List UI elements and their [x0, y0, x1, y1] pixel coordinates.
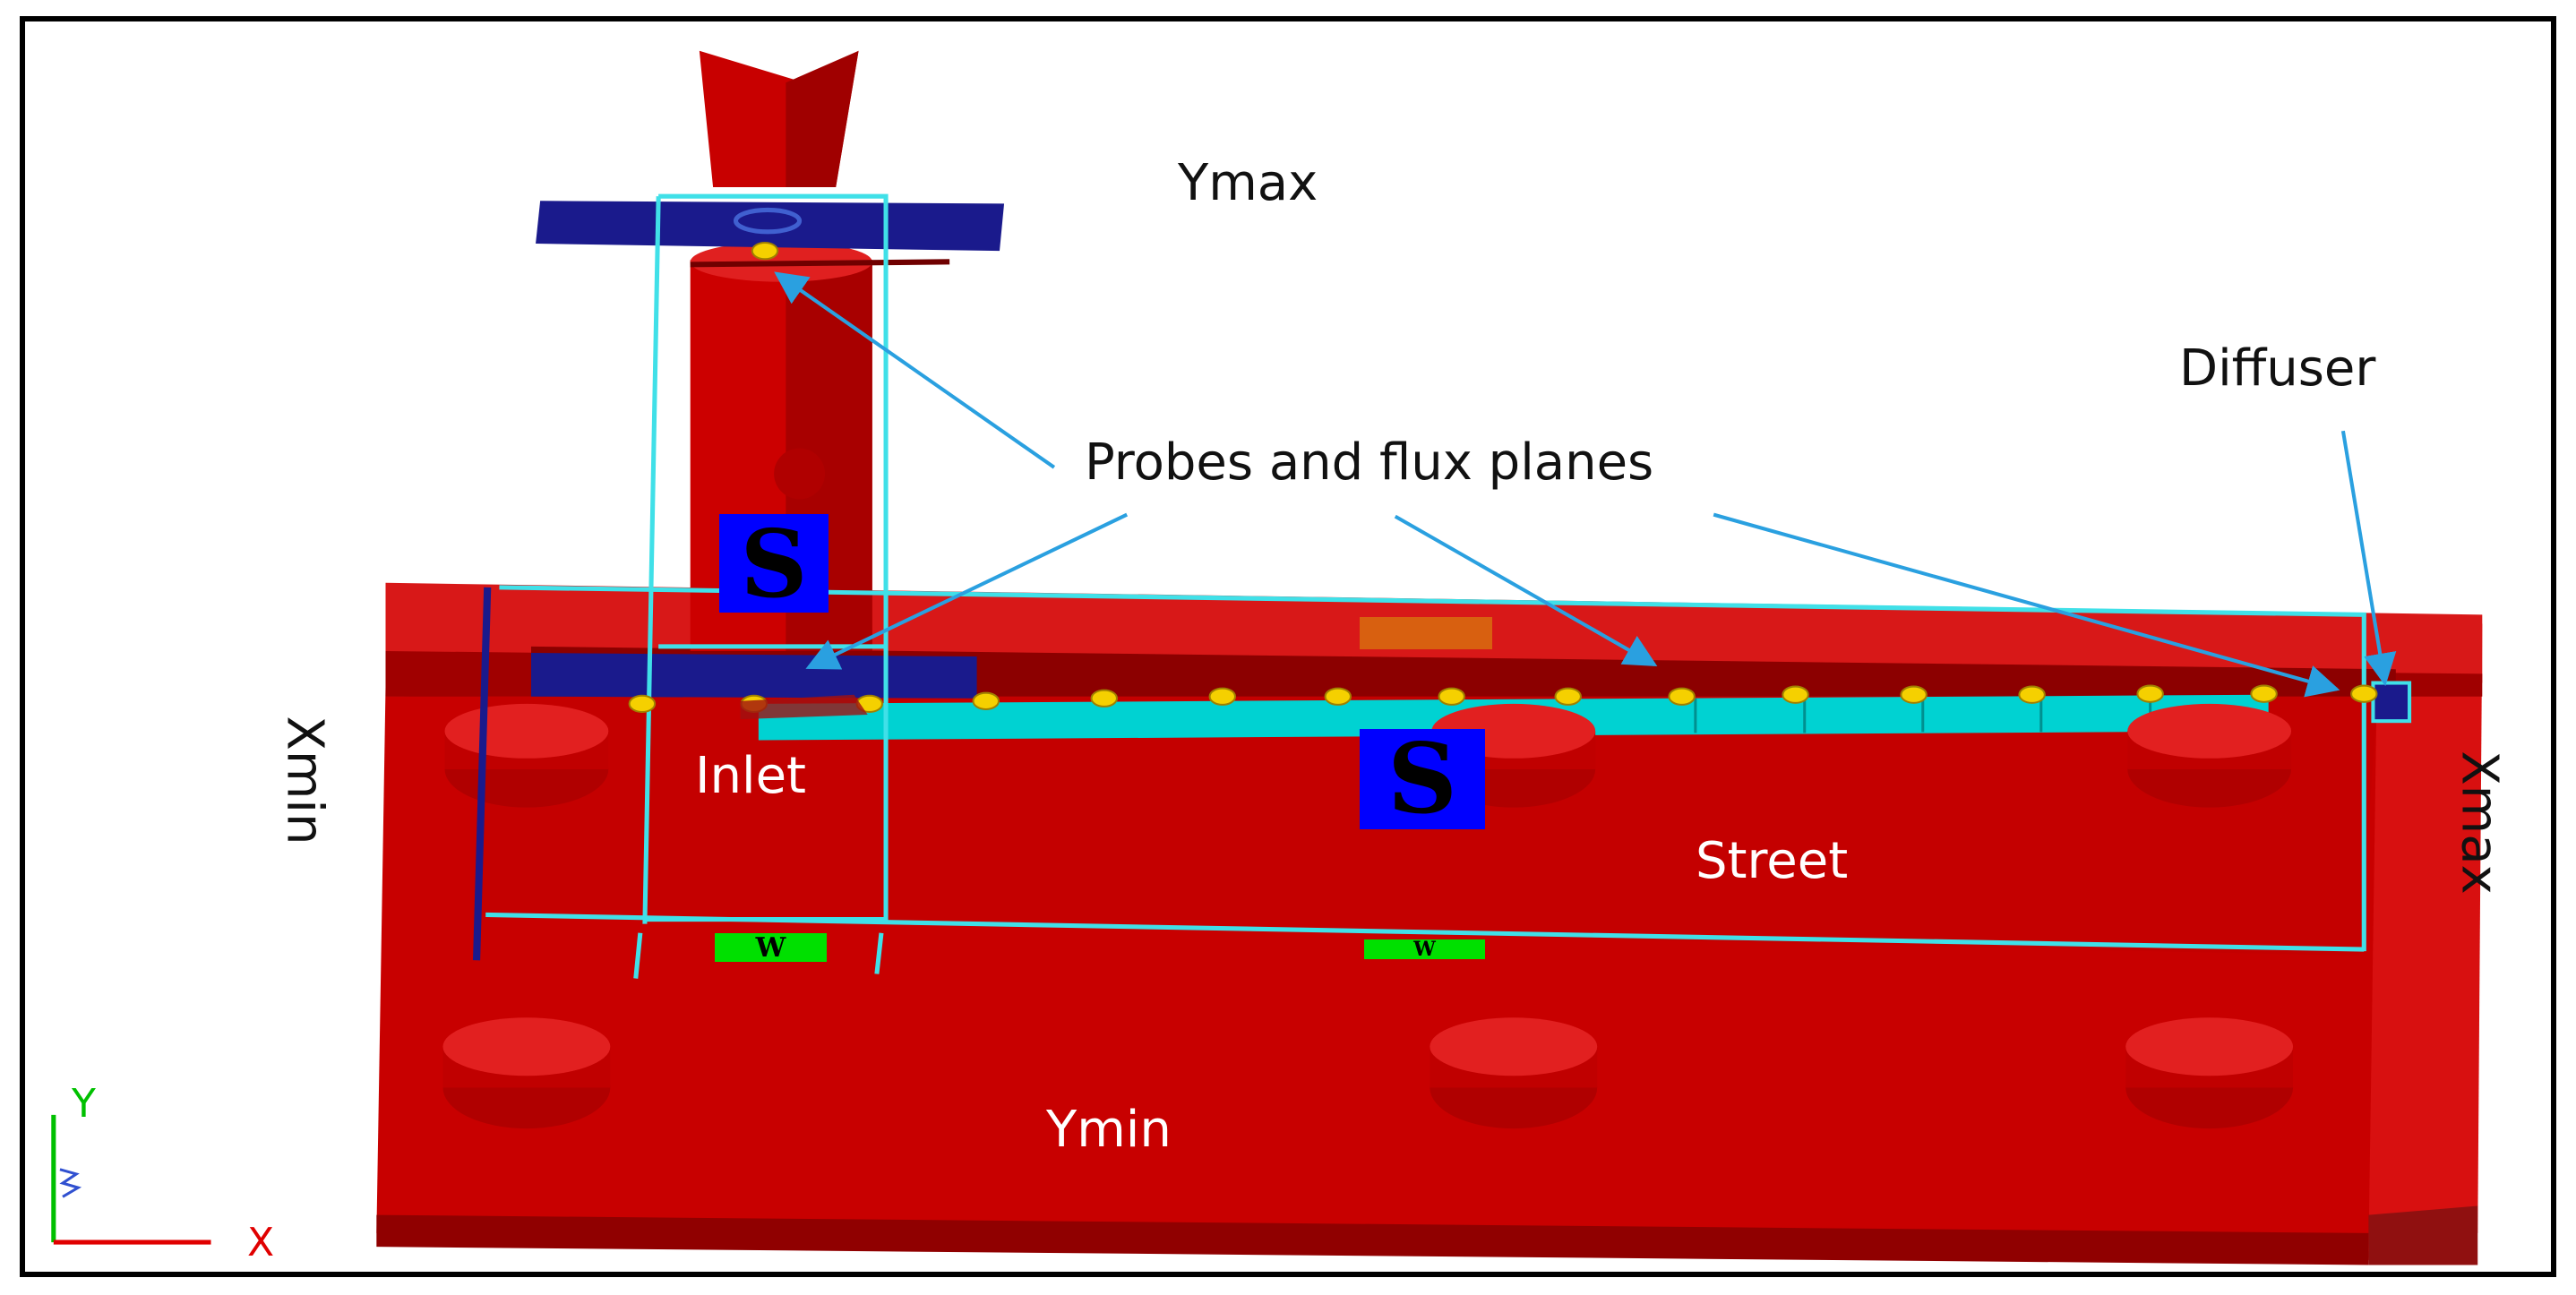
xmax-label: Xmax	[2450, 750, 2509, 895]
x-axis-label: X	[247, 1220, 275, 1265]
street-south-badge: S	[1360, 723, 1485, 836]
inlet-port	[774, 448, 825, 500]
ymin-label: Ymin	[1046, 1101, 1172, 1159]
diffuser-label: Diffuser	[2179, 339, 2376, 398]
lower-block-bottom-shade	[376, 1214, 2369, 1265]
top-plane-rod	[690, 259, 950, 268]
inlet-probe-hatch	[740, 694, 868, 720]
inlet-west-badge: W	[715, 933, 827, 962]
roughness-cylinders	[442, 703, 2294, 1129]
probes-flux-planes-label: Probes and flux planes	[1085, 433, 1654, 492]
inlet-label: Inlet	[695, 747, 806, 805]
right-side-column	[2368, 623, 2483, 1252]
domain-outlines	[485, 193, 2366, 979]
left-edge	[472, 587, 492, 961]
street-label: Street	[1696, 832, 1849, 890]
diffuser-box	[2371, 681, 2412, 724]
inlet-funnel-shade	[786, 50, 859, 188]
probes	[628, 241, 2378, 714]
cfd-model-scene	[51, 50, 2483, 1265]
street-west-badge: W	[1364, 939, 1485, 959]
inlet-south-badge: S	[719, 509, 829, 619]
xmin-label: Xmin	[275, 716, 334, 845]
right-side-column-shade	[2368, 1205, 2478, 1265]
annotation-arrows	[774, 271, 2397, 698]
diagram-frame: Ymax Ymin Xmin Xmax Diffuser Probes and …	[20, 16, 2556, 1277]
inlet-flux-plane	[530, 653, 977, 699]
top-plane-ring	[733, 207, 803, 235]
y-axis-label: Y	[72, 1081, 96, 1127]
ymax-label: Ymax	[1178, 154, 1318, 212]
axis-triad	[51, 1114, 211, 1245]
slab-tag	[1360, 617, 1492, 649]
street-channel	[530, 646, 2396, 697]
